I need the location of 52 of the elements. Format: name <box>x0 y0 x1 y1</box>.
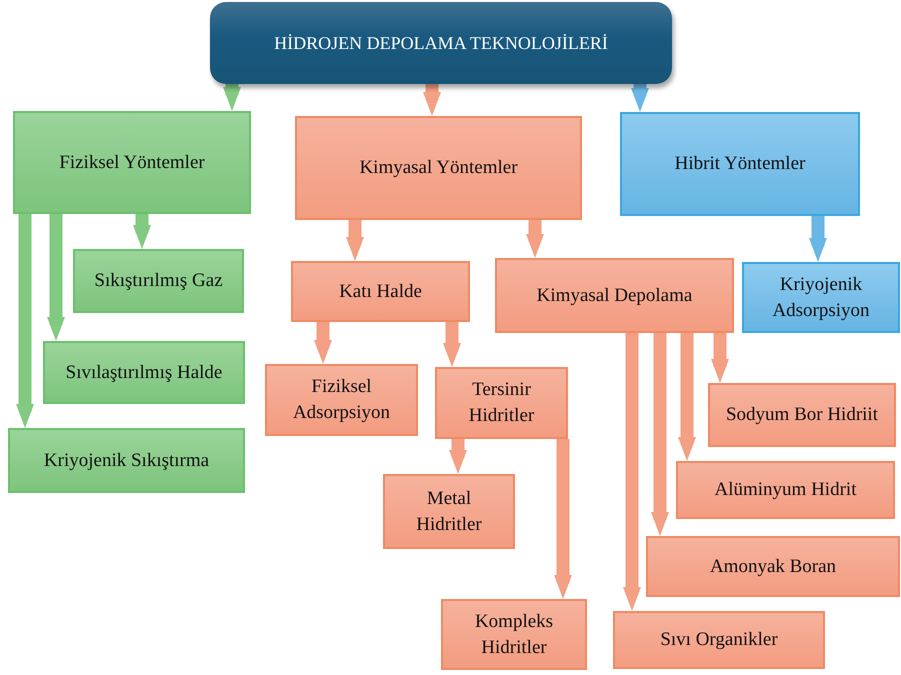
node-label: Sıvı Organikler <box>660 628 778 652</box>
block-arrow <box>449 439 467 474</box>
block-arrow <box>16 214 34 428</box>
node-label: Sıvılaştırılmış Halde <box>66 360 222 385</box>
node-label: Kriyojenik Adsorpsiyon <box>771 272 871 322</box>
node-label: Sodyum Bor Hidriit <box>726 403 878 428</box>
method-box <box>383 474 515 549</box>
method-box <box>291 261 470 322</box>
block-arrow <box>346 220 364 261</box>
method-box <box>613 611 825 669</box>
node-label: Amonyak Boran <box>710 554 836 579</box>
block-arrow <box>651 333 669 536</box>
node-label: Kompleks Hidritler <box>474 610 554 660</box>
block-arrow <box>526 220 544 258</box>
method-box <box>8 428 245 493</box>
block-arrow <box>554 439 572 599</box>
node-label: Kimyasal Yöntemler <box>359 156 518 180</box>
node-label: Katı Halde <box>339 280 422 304</box>
block-arrow <box>47 214 65 341</box>
method-box <box>708 383 896 447</box>
method-box <box>435 367 568 439</box>
method-box <box>742 262 900 333</box>
method-box <box>43 341 245 404</box>
node-label: Fiziksel Adsorpsiyon <box>292 375 392 425</box>
block-arrow <box>711 333 729 383</box>
title-box <box>210 2 672 84</box>
block-arrow <box>809 216 827 262</box>
block-arrow <box>223 84 241 111</box>
heading-label: HİDROJEN DEPOLAMA TEKNOLOJİLERİ <box>274 32 608 55</box>
node-label: Alüminyum Hidrit <box>714 478 856 502</box>
method-box <box>295 116 582 220</box>
method-box <box>495 258 734 333</box>
method-box <box>73 249 244 313</box>
node-label: Fiziksel Yöntemler <box>59 150 205 175</box>
node-label: Metal Hidritler <box>415 486 483 536</box>
block-arrow <box>423 84 441 116</box>
node-label: Hibrit Yöntemler <box>674 152 806 176</box>
node-label: Kimyasal Depolama <box>536 284 692 308</box>
method-box <box>265 364 418 436</box>
block-arrow <box>631 84 649 112</box>
node-label: Sıkıştırılmış Gaz <box>94 269 223 294</box>
method-box <box>646 536 900 597</box>
node-label: Tersinir Hidritler <box>468 378 536 428</box>
block-arrow <box>133 214 151 249</box>
method-box <box>13 111 251 214</box>
method-box <box>441 599 587 670</box>
block-arrow <box>623 333 641 611</box>
method-box <box>620 112 860 216</box>
block-arrow <box>443 322 461 367</box>
block-arrow <box>314 322 332 364</box>
method-box <box>676 461 895 519</box>
node-label: Kriyojenik Sıkıştırma <box>44 448 210 473</box>
